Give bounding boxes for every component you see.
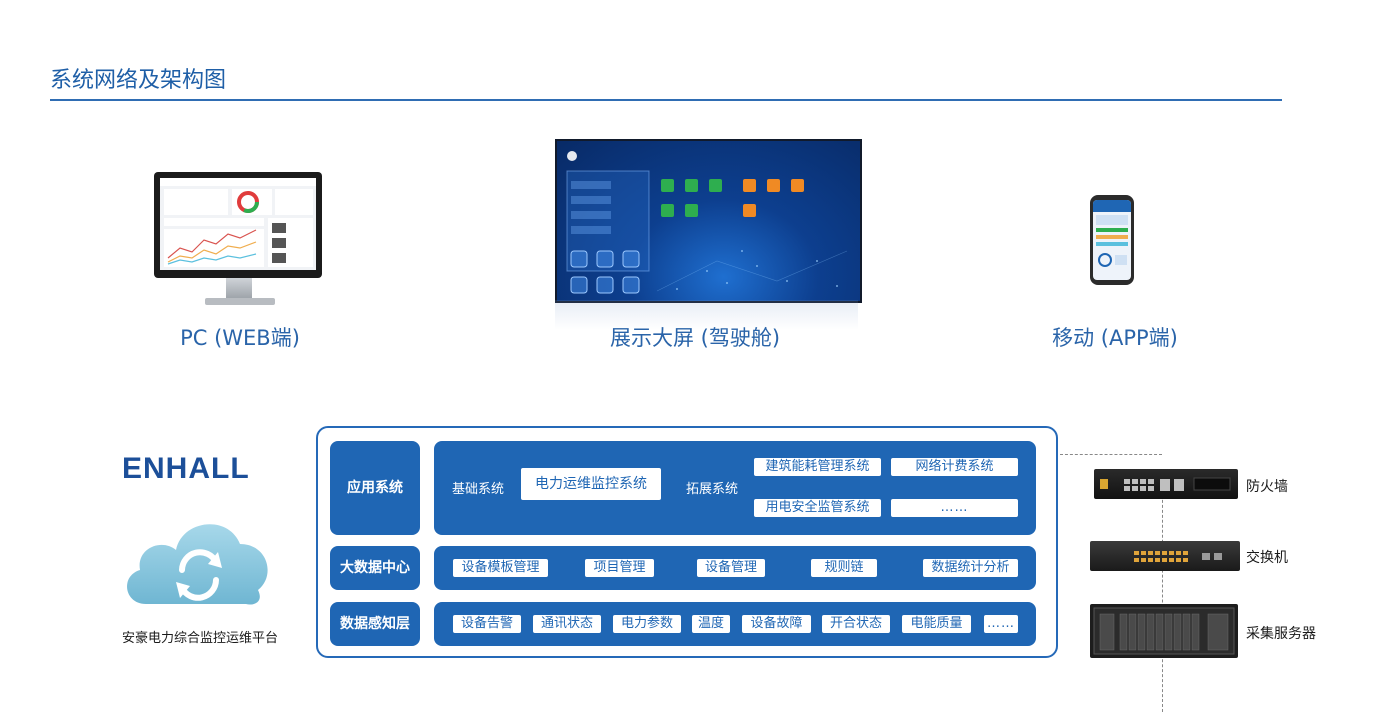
cloud-sync-icon xyxy=(118,500,278,615)
page-title: 系统网络及架构图 xyxy=(50,68,227,93)
switch-icon xyxy=(1090,541,1240,571)
hw-label-switch: 交换机 xyxy=(1246,550,1288,566)
chip-network-billing: 网络计费系统 xyxy=(891,458,1018,476)
pc-client-label: PC (WEB端) xyxy=(180,326,300,350)
hw-label-server: 采集服务器 xyxy=(1246,626,1316,642)
chip-more-sensing: …… xyxy=(984,615,1018,633)
layer-tag-sensing: 数据感知层 xyxy=(330,602,420,646)
chip-temperature: 温度 xyxy=(692,615,730,633)
chip-device-fault: 设备故障 xyxy=(742,615,811,633)
big-screen-display xyxy=(555,139,862,303)
chip-power-quality: 电能质量 xyxy=(902,615,971,633)
chip-device-template: 设备模板管理 xyxy=(453,559,548,577)
chip-project-mgmt: 项目管理 xyxy=(585,559,654,577)
chip-device-mgmt: 设备管理 xyxy=(697,559,765,577)
chip-switch-status: 开合状态 xyxy=(822,615,890,633)
chip-device-alarm: 设备告警 xyxy=(453,615,521,633)
title-divider xyxy=(50,99,1282,101)
mobile-client-label: 移动 (APP端) xyxy=(1052,326,1178,350)
enhall-logo: ENHALL xyxy=(122,452,250,485)
connector-line-vertical xyxy=(1162,470,1163,712)
platform-caption: 安豪电力综合监控运维平台 xyxy=(121,631,278,646)
layer-tag-bigdata: 大数据中心 xyxy=(330,546,420,590)
ext-system-label: 拓展系统 xyxy=(686,482,739,497)
firewall-icon xyxy=(1094,469,1238,499)
layer-tag-application: 应用系统 xyxy=(330,441,420,535)
connector-line xyxy=(1060,454,1162,455)
monitor-base xyxy=(205,298,275,305)
server-icon xyxy=(1090,604,1238,658)
chip-power-params: 电力参数 xyxy=(613,615,681,633)
chip-power-monitoring: 电力运维监控系统 xyxy=(521,468,661,500)
base-system-label: 基础系统 xyxy=(452,482,505,497)
big-screen-reflection xyxy=(555,300,858,330)
chip-electric-safety: 用电安全监管系统 xyxy=(754,499,881,517)
chip-more-app: …… xyxy=(891,499,1018,517)
chip-comm-status: 通讯状态 xyxy=(533,615,601,633)
monitor-screen xyxy=(160,178,316,270)
hw-label-firewall: 防火墙 xyxy=(1246,479,1288,495)
chip-building-energy: 建筑能耗管理系统 xyxy=(754,458,881,476)
chip-rule-chain: 规则链 xyxy=(811,559,877,577)
phone-screen xyxy=(1093,200,1131,280)
chip-data-analysis: 数据统计分析 xyxy=(923,559,1018,577)
monitor-stand xyxy=(226,278,252,300)
screen-client-label: 展示大屏 (驾驶舱) xyxy=(609,326,781,350)
